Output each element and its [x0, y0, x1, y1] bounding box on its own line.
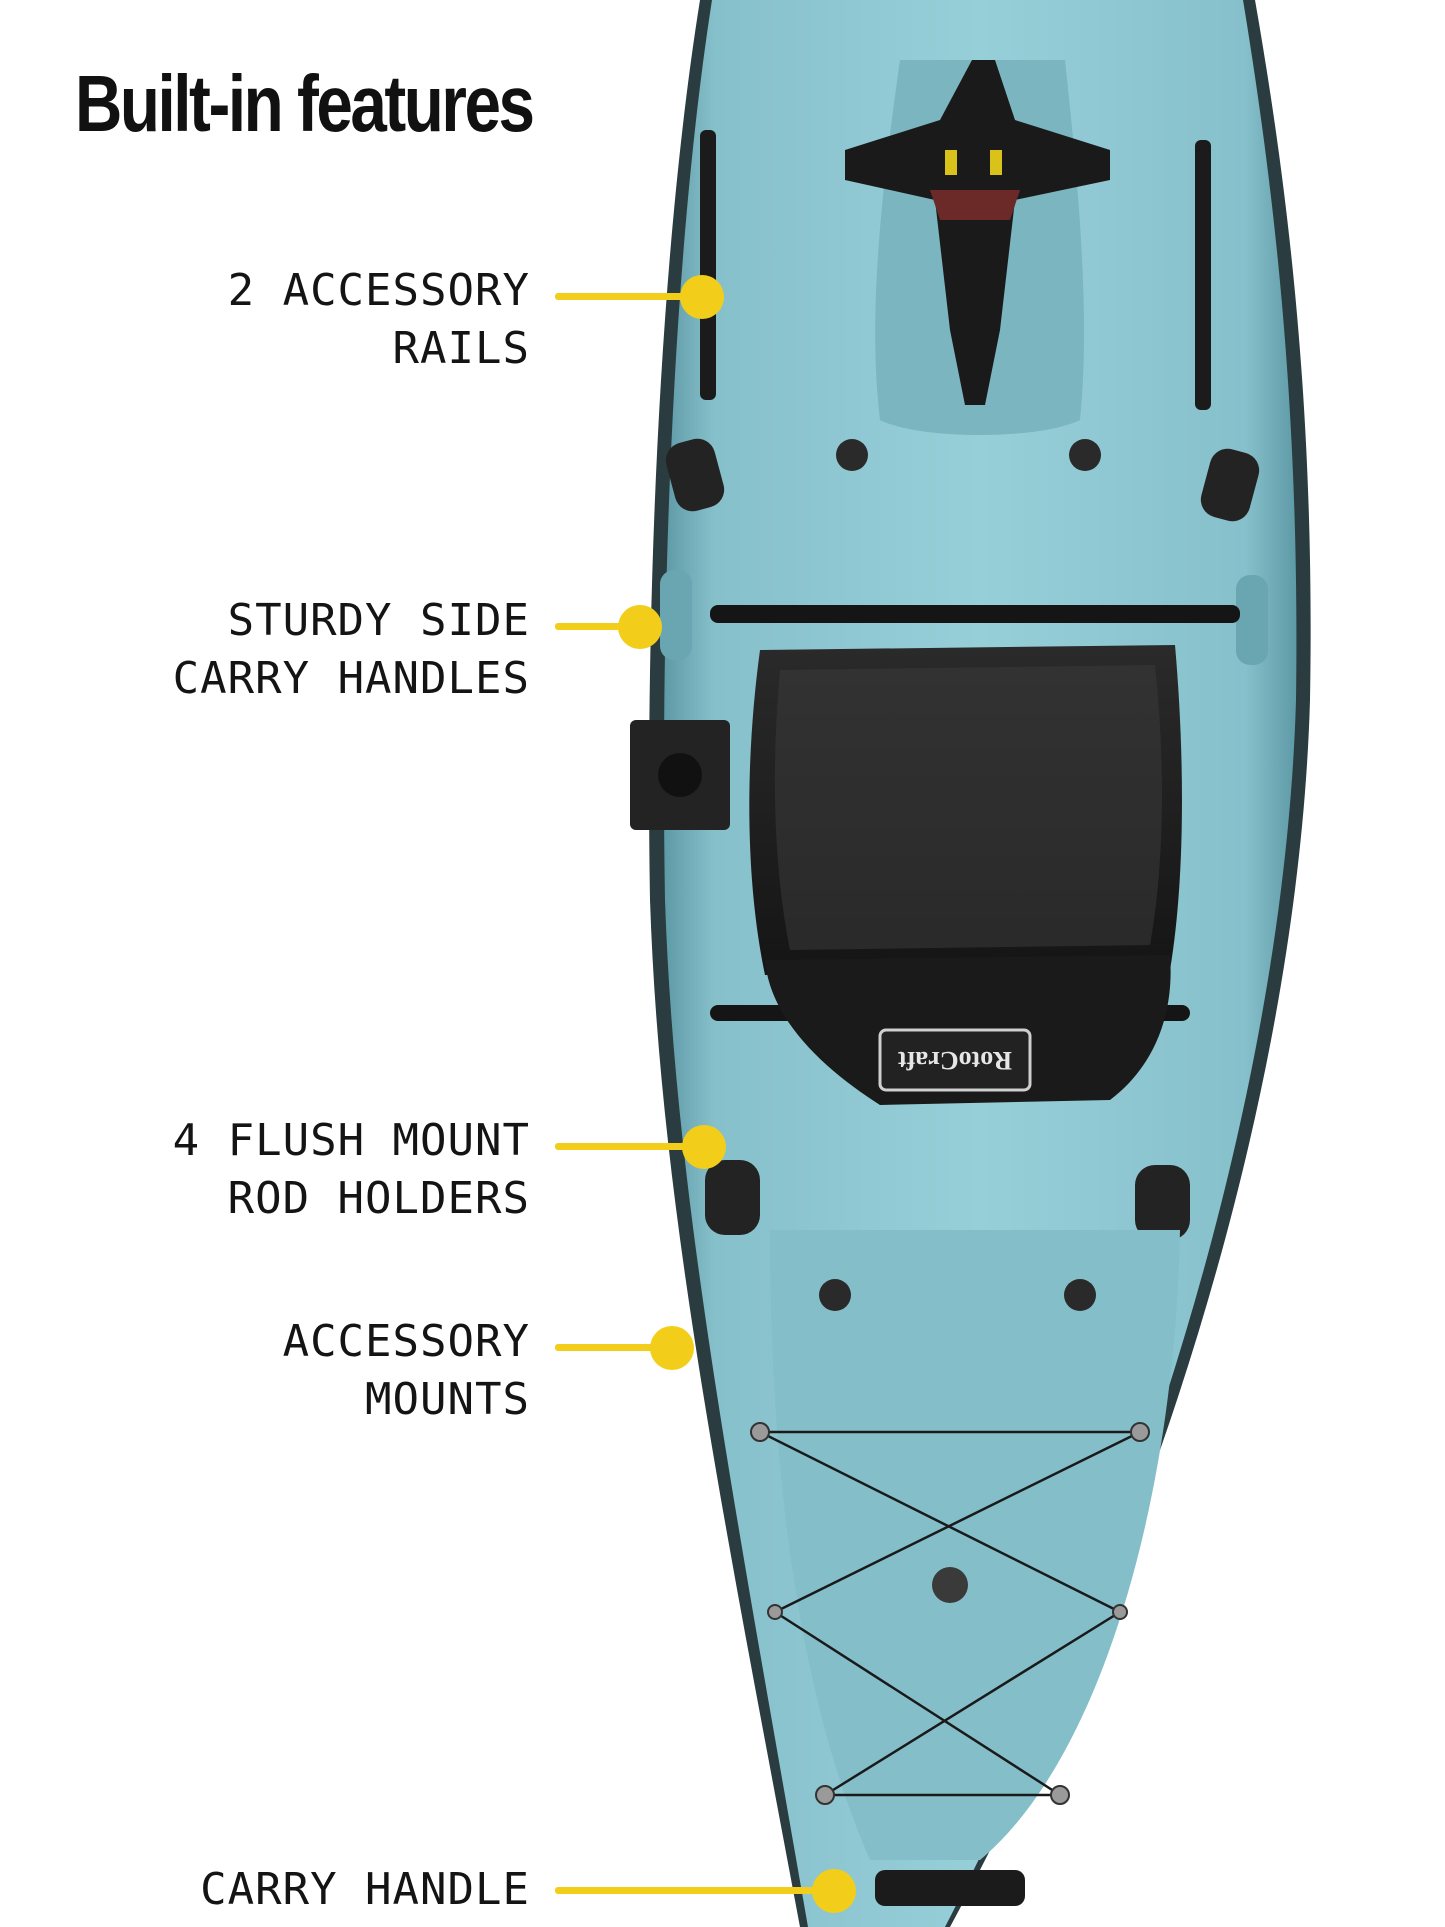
callout-dot-rod-holders [682, 1125, 726, 1169]
callout-line-rails [555, 293, 705, 300]
callout-accessory-rails: 2 ACCESSORY RAILS [227, 265, 530, 374]
accessory-rail-left [700, 130, 716, 400]
callout-side-handles: STURDY SIDE CARRY HANDLES [172, 595, 530, 704]
side-handle-right [1236, 575, 1268, 665]
rod-holder-front-left [665, 438, 725, 512]
rear-carry-handle [875, 1870, 1025, 1906]
seat-brand-patch [878, 1028, 1032, 1092]
rod-holder-rear-left [705, 1160, 760, 1235]
callout-dot-side-handles [618, 605, 662, 649]
pedal-drive [845, 60, 1110, 405]
callout-carry-handle: CARRY HANDLE [200, 1864, 530, 1915]
callout-line-rod-holders [555, 1143, 705, 1150]
rod-holder-rear-right [1135, 1165, 1190, 1240]
side-handle-left [660, 570, 692, 660]
callout-rod-holders: 4 FLUSH MOUNT ROD HOLDERS [172, 1115, 530, 1224]
callout-accessory-mounts: ACCESSORY MOUNTS [282, 1316, 530, 1425]
page-title: Built-in features [75, 59, 535, 148]
seat-brand: RotoCraft [898, 1046, 1012, 1075]
callout-line-side-handles [555, 623, 655, 630]
callout-line-mounts [555, 1344, 665, 1351]
callout-line-carry-handle [555, 1887, 835, 1894]
rod-holder-front-right [1200, 448, 1260, 522]
callout-dot-mounts [650, 1326, 694, 1370]
accessory-rail-right [1195, 140, 1211, 410]
callout-dot-rails [680, 275, 724, 319]
rear-tank-well [770, 1230, 1180, 1860]
callout-dot-carry-handle [812, 1869, 856, 1913]
